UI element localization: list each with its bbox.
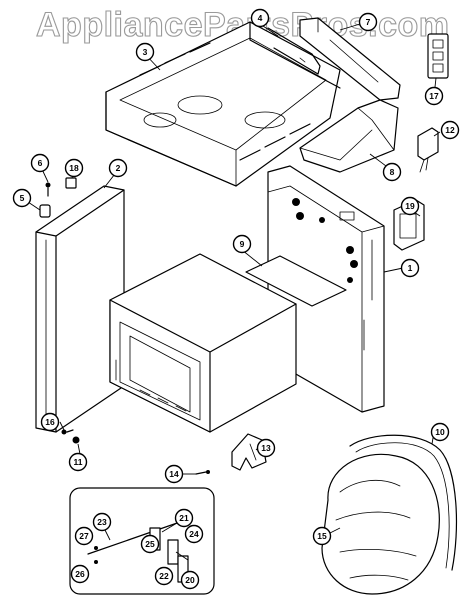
- oven-cavity: [109, 253, 297, 433]
- callout-5: 5: [12, 188, 32, 208]
- svg-text:23: 23: [97, 517, 107, 527]
- svg-text:6: 6: [38, 158, 43, 168]
- svg-text:20: 20: [185, 575, 195, 585]
- svg-text:12: 12: [445, 125, 455, 135]
- screw-14: [195, 470, 210, 475]
- svg-text:27: 27: [79, 531, 89, 541]
- svg-text:11: 11: [74, 457, 83, 467]
- svg-text:21: 21: [179, 513, 189, 523]
- svg-text:26: 26: [75, 569, 85, 579]
- svg-text:15: 15: [317, 531, 327, 541]
- svg-text:8: 8: [390, 167, 395, 177]
- callout-19: 19: [400, 196, 420, 216]
- svg-text:16: 16: [45, 417, 55, 427]
- svg-text:7: 7: [366, 17, 371, 27]
- callout-24: 24: [184, 524, 204, 544]
- hinge-clip: [39, 204, 51, 218]
- callout-20: 20: [180, 570, 200, 590]
- svg-text:2: 2: [116, 163, 121, 173]
- svg-text:22: 22: [159, 571, 169, 581]
- callout-10: 10: [430, 422, 450, 442]
- callout-6: 6: [30, 153, 50, 173]
- washer-11: [72, 436, 80, 444]
- svg-text:25: 25: [145, 539, 155, 549]
- vent-duct: [299, 99, 399, 173]
- insulation-blanket: [321, 453, 440, 595]
- svg-text:14: 14: [169, 469, 179, 479]
- callout-22: 22: [154, 566, 174, 586]
- callout-9: 9: [232, 234, 252, 254]
- svg-text:10: 10: [435, 427, 445, 437]
- callout-1: 1: [400, 258, 420, 278]
- callout-21: 21: [174, 508, 194, 528]
- callout-12: 12: [440, 120, 460, 140]
- callout-3: 3: [135, 42, 155, 62]
- screw-16: [61, 429, 74, 435]
- callout-27: 27: [74, 526, 94, 546]
- svg-text:13: 13: [261, 443, 271, 453]
- callout-14: 14: [164, 464, 184, 484]
- svg-text:5: 5: [20, 193, 25, 203]
- rear-trim-strip: [267, 27, 321, 75]
- hinge-bracket: [231, 433, 267, 471]
- door-clip: [65, 177, 77, 189]
- callout-17: 17: [424, 86, 444, 106]
- svg-text:4: 4: [258, 13, 263, 23]
- callout-2: 2: [108, 158, 128, 178]
- svg-text:18: 18: [69, 163, 79, 173]
- screw-small: [45, 182, 51, 197]
- svg-text:9: 9: [240, 239, 245, 249]
- switch: [417, 127, 439, 173]
- oven-bottom-plate: [245, 255, 347, 307]
- callout-23: 23: [92, 512, 112, 532]
- callout-18: 18: [64, 158, 84, 178]
- callout-8: 8: [382, 162, 402, 182]
- callout-26: 26: [70, 564, 90, 584]
- terminal-block: [427, 33, 449, 79]
- callout-13: 13: [256, 438, 276, 458]
- callout-7: 7: [358, 12, 378, 32]
- callout-11: 11: [68, 452, 88, 472]
- svg-text:3: 3: [143, 47, 148, 57]
- svg-text:17: 17: [429, 91, 439, 101]
- callout-25: 25: [140, 534, 160, 554]
- vent-bracket: [299, 17, 401, 101]
- svg-text:24: 24: [189, 529, 199, 539]
- callout-16: 16: [40, 412, 60, 432]
- callout-4: 4: [250, 8, 270, 28]
- svg-text:1: 1: [408, 263, 413, 273]
- svg-text:19: 19: [405, 201, 415, 211]
- insulation-strap: [349, 434, 458, 571]
- burner-box-top: [105, 21, 341, 187]
- callout-15: 15: [312, 526, 332, 546]
